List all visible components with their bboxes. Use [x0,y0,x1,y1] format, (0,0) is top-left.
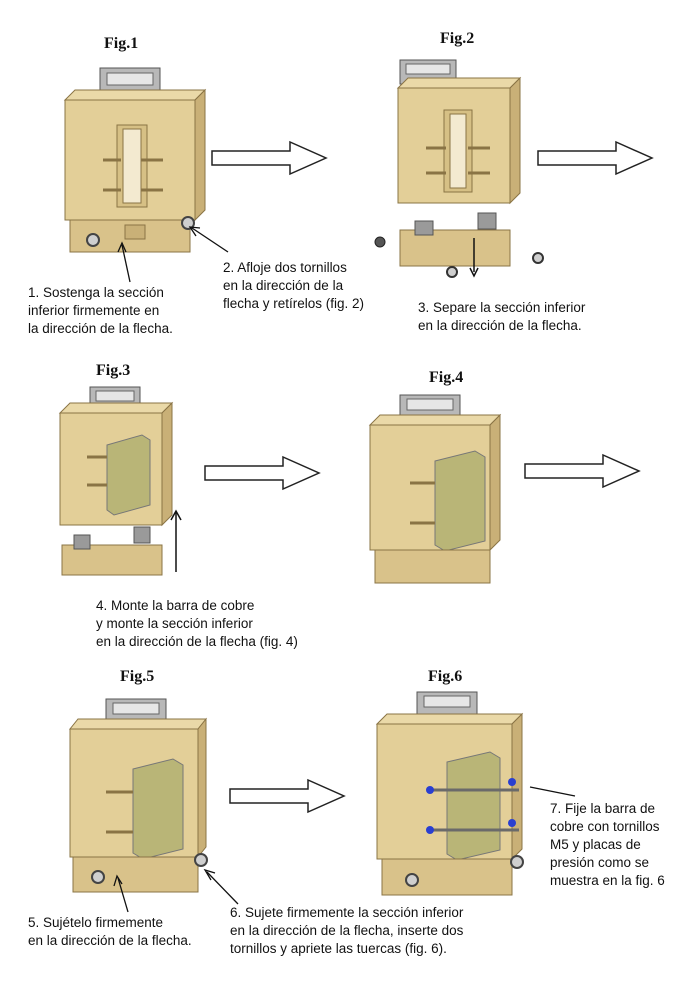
step-4-caption: 4. Monte la barra de cobre y monte la se… [96,598,298,649]
step-7-caption: 7. Fije la barra de cobre con tornillos … [550,801,665,888]
fig3-up-arrow [168,508,184,574]
arrow-fig2-to-fig3 [536,140,654,176]
fig6-title: Fig.6 [428,668,463,685]
step-1-caption: 1. Sostenga la sección inferior firmemen… [28,285,173,336]
step-3-caption: 3. Separe la sección inferior en la dire… [418,300,586,333]
arrow-fig4-to-fig5 [523,453,641,489]
arrow-fig1-to-fig2 [210,140,328,176]
fig5-illustration [68,697,218,902]
fig2-illustration [370,58,550,288]
fig5-title: Fig.5 [120,668,155,685]
fig2-title: Fig.2 [440,30,475,47]
step-6-caption: 6. Sujete firmemente la sección inferior… [230,905,464,956]
fig1-title: Fig.1 [104,35,139,52]
fig1-illustration [55,65,215,265]
fig6-illustration [372,690,532,905]
step-5-caption: 5. Sujételo firmemente en la dirección d… [28,915,192,948]
arrow-fig3-to-fig4 [203,455,321,491]
fig3-illustration [52,385,202,595]
fig3-title: Fig.3 [96,362,131,379]
fig4-illustration [365,393,515,588]
step-2-caption: 2. Afloje dos tornillos en la dirección … [223,260,365,311]
fig4-title: Fig.4 [429,369,464,386]
arrow-fig5-to-fig6 [228,778,346,814]
